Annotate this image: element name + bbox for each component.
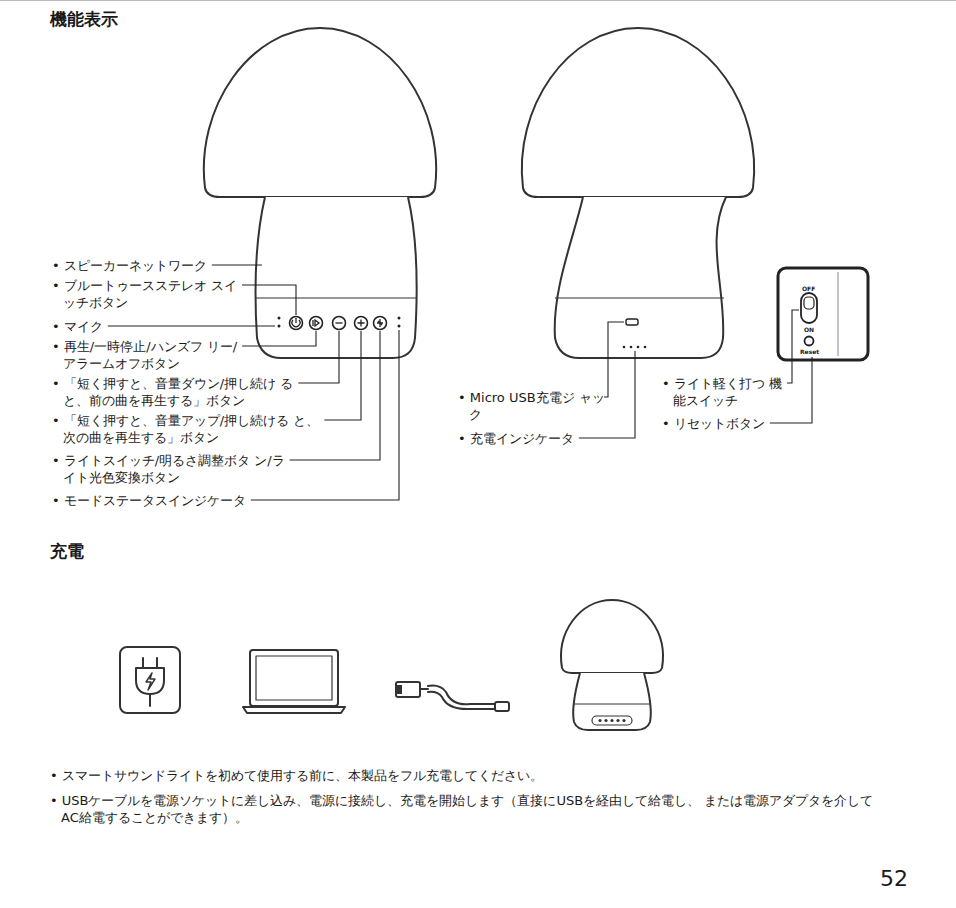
led-dot bbox=[598, 719, 601, 722]
part-label: • マイク bbox=[52, 318, 183, 335]
switch-mark: ON bbox=[804, 326, 814, 333]
bolt-icon bbox=[146, 673, 155, 690]
part-label: • モードステータスインジケータ bbox=[52, 492, 303, 509]
button-band bbox=[256, 297, 416, 298]
slide-switch bbox=[801, 293, 817, 323]
part-label: • ブルートゥースステレオ スイッチボタン bbox=[52, 277, 241, 311]
usb-cable bbox=[428, 686, 495, 705]
base-band bbox=[555, 297, 724, 298]
part-label: • ライトスイッチ/明るさ調整ボタ ン/ライト光色変換ボタン bbox=[52, 452, 291, 486]
power-icon bbox=[292, 318, 300, 327]
inset-edge bbox=[838, 272, 839, 356]
part-label: • リセットボタン bbox=[662, 415, 803, 432]
plug-neck bbox=[420, 688, 428, 690]
laptop-display bbox=[256, 656, 332, 700]
charge-dot bbox=[623, 346, 626, 349]
part-label: • 充電インジケータ bbox=[458, 430, 629, 447]
bt-button bbox=[290, 317, 303, 330]
lamp-body bbox=[256, 197, 417, 358]
leader-line bbox=[212, 264, 262, 265]
vol-up-button bbox=[355, 317, 368, 330]
leader-line bbox=[324, 331, 361, 420]
led-dot bbox=[616, 719, 619, 722]
light-button bbox=[374, 317, 387, 330]
charge-dot bbox=[630, 346, 633, 349]
small-band bbox=[574, 704, 650, 705]
laptop-screen bbox=[250, 650, 338, 706]
part-label: • 「短く押すと、音量アップ/押し続ける と、次の曲を再生する」ボタン bbox=[52, 412, 325, 446]
leader-line bbox=[108, 325, 275, 326]
page-title: 機能表示 bbox=[50, 8, 118, 30]
page-number: 52 bbox=[880, 866, 908, 892]
leader-line bbox=[787, 310, 799, 383]
note-text: • USBケーブルを電源ソケットに差し込み、電源に接続し、充電を開始します（直接… bbox=[50, 792, 881, 826]
plug-icon bbox=[136, 658, 164, 706]
laptop-base bbox=[243, 707, 345, 713]
leader-line bbox=[604, 322, 624, 397]
switch-mark: OFF bbox=[802, 285, 815, 292]
usb-plug-tip bbox=[397, 685, 402, 694]
reset-hole bbox=[805, 337, 814, 346]
micro-plug bbox=[495, 702, 509, 711]
usb-cable bbox=[428, 692, 495, 709]
led-dot bbox=[610, 719, 613, 722]
minus-icon bbox=[336, 322, 343, 323]
part-label: • Micro USB充電ジ ャック bbox=[458, 389, 609, 423]
top-rule bbox=[0, 0, 956, 1]
leader-line bbox=[298, 331, 339, 383]
leader-line bbox=[242, 331, 316, 346]
plus-icon bbox=[358, 320, 365, 327]
status-dot bbox=[398, 325, 401, 328]
mic-dot bbox=[278, 317, 281, 320]
small-lamp-body bbox=[573, 673, 651, 730]
vol-down-button bbox=[333, 317, 346, 330]
lamp-body-back bbox=[555, 197, 726, 358]
charge-dot bbox=[644, 346, 647, 349]
mic-dot bbox=[278, 325, 281, 328]
usb-port bbox=[626, 319, 638, 325]
charge-dot bbox=[637, 346, 640, 349]
part-label: • スピーカーネットワーク bbox=[52, 257, 293, 274]
play-button bbox=[310, 317, 323, 330]
small-lamp-cap bbox=[561, 600, 663, 673]
led-dot bbox=[604, 719, 607, 722]
lamp-cap bbox=[204, 28, 436, 197]
part-label: • 「短く押すと、音量ダウン/押し続け ると、前の曲を再生する」ボタン bbox=[52, 375, 319, 409]
socket-icon bbox=[120, 647, 180, 713]
part-label: • ライト軽く打つ 機能スイッチ bbox=[662, 375, 791, 409]
small-indicator bbox=[592, 716, 632, 725]
leader-line bbox=[242, 285, 296, 315]
play-icon bbox=[313, 320, 319, 326]
section-heading: 充電 bbox=[50, 540, 84, 562]
part-label: • 再生/一時停止/ハンズフ リー/アラームオフボタン bbox=[52, 338, 245, 372]
light-icon bbox=[377, 319, 383, 327]
note-text: • スマートサウンドライトを初めて使用する前に、本製品をフル充電してください。 bbox=[50, 767, 901, 784]
lamp-cap-back bbox=[522, 28, 754, 197]
switch-knob bbox=[804, 297, 814, 309]
leader-line bbox=[290, 331, 380, 460]
switch-mark: Reset bbox=[800, 348, 819, 355]
led-dot bbox=[622, 719, 625, 722]
usb-plug bbox=[396, 682, 420, 697]
status-dot bbox=[398, 317, 401, 320]
